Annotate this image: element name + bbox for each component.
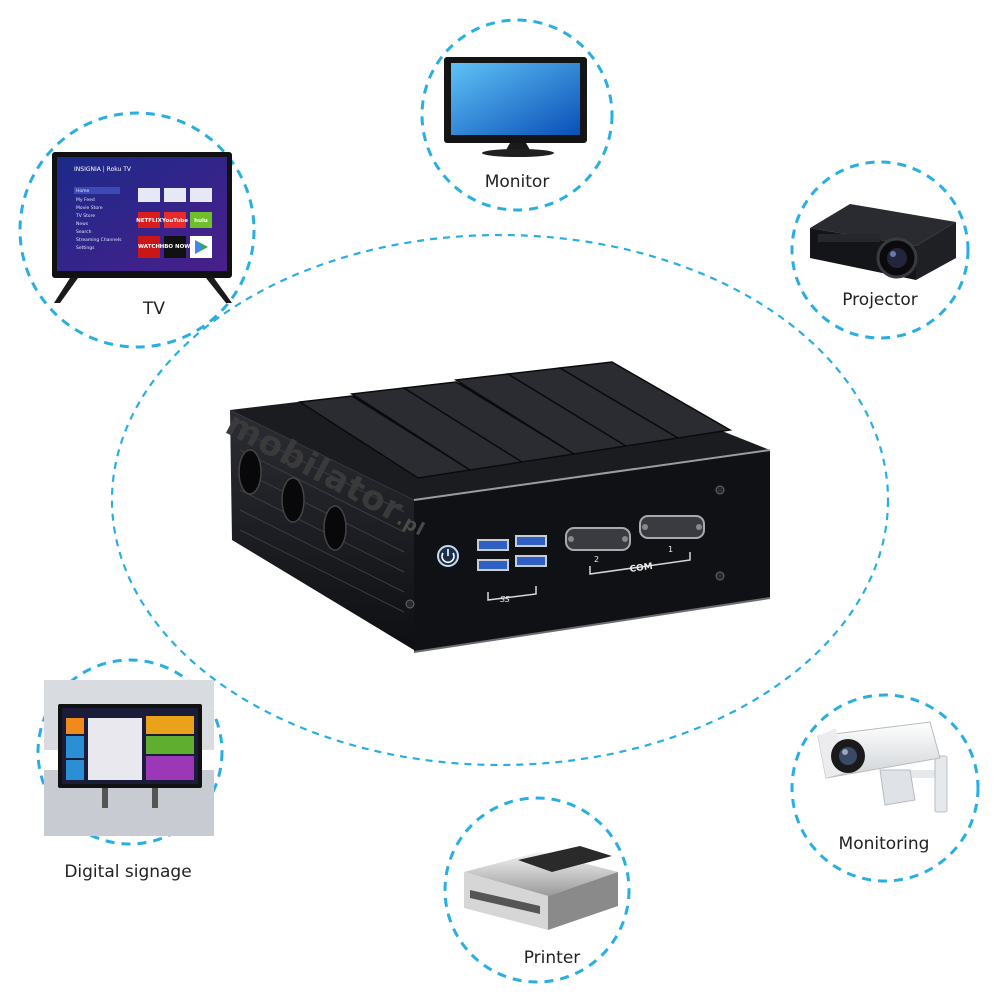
- device-label-digital-signage: Digital signage: [64, 862, 192, 882]
- usb-ss-mark: SS: [500, 595, 510, 604]
- signage-circle: [36, 658, 224, 846]
- usb-ports: [477, 535, 547, 571]
- tv-menu-item: Settings: [76, 245, 95, 251]
- mini-pc-illustration: COM 2 1 SS: [230, 361, 771, 653]
- com-port-label: COM: [629, 562, 653, 575]
- com-port-number: 1: [668, 545, 673, 554]
- central-dashed-ellipse: [110, 233, 890, 767]
- printer-icon: [464, 846, 618, 930]
- tv-tile-label: YouTube: [161, 218, 188, 224]
- digital-signage-icon: [44, 680, 214, 836]
- security-camera-icon: [817, 721, 948, 813]
- device-label-tv: TV: [142, 299, 166, 319]
- device-label-monitor: Monitor: [484, 172, 550, 192]
- projector-icon: [810, 204, 956, 280]
- tv-menu-item: News: [76, 221, 89, 227]
- device-label-projector: Projector: [842, 290, 918, 310]
- tv-icon: INSIGNIA | Roku TV Home My Feed Movie St…: [52, 152, 232, 303]
- tv-menu-item: Home: [76, 188, 90, 194]
- tv-tile-label: HBO NOW: [160, 244, 191, 250]
- tv-circle: [18, 111, 256, 349]
- tv-menu-item: Streaming Channels: [76, 237, 122, 243]
- tv-tiles: [138, 188, 212, 258]
- tv-brand-text: INSIGNIA | Roku TV: [74, 166, 132, 173]
- tv-tile-label: WATCH: [138, 244, 160, 250]
- tv-menu-item: My Feed: [76, 197, 95, 203]
- device-label-monitoring: Monitoring: [838, 834, 930, 854]
- printer-circle: [443, 796, 631, 984]
- heatsink-fins: [297, 361, 733, 479]
- projector-circle: [790, 160, 970, 340]
- device-label-printer: Printer: [523, 948, 581, 968]
- monitor-icon: [444, 57, 587, 157]
- monitor-circle: [420, 18, 614, 212]
- tv-tile-label: NETFLIX: [136, 218, 162, 224]
- tv-tile-label: hulu: [194, 218, 208, 224]
- tv-menu: Home My Feed Movie Store TV Store News S…: [75, 188, 122, 251]
- com-ports: [565, 515, 705, 551]
- tv-menu-item: Search: [76, 229, 92, 235]
- tv-menu-item: TV Store: [75, 213, 95, 219]
- com-port-number: 2: [594, 555, 599, 564]
- monitoring-circle: [790, 693, 980, 883]
- tv-menu-item: Movie Store: [76, 205, 103, 211]
